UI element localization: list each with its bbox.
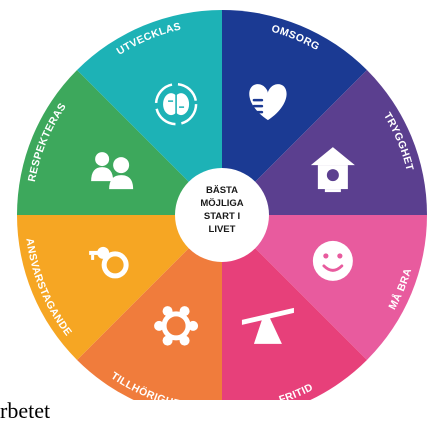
keys-icon [89,246,129,279]
birdhouse-icon [310,147,355,193]
center-line-3: START I [204,211,240,222]
cropped-page-text: rbetet [0,398,51,423]
heart-hand-icon [249,84,287,121]
brain-cycle-icon [154,82,198,126]
center-line-1: BÄSTA [206,185,238,196]
wheel-segment-omsorg [222,10,367,215]
seesaw-icon [241,307,294,344]
wheel-segment-respekteras [17,70,222,215]
center-hub [175,168,269,262]
center-line-4: LIVET [209,224,236,235]
wheel-segment-utvecklas [77,9,222,215]
wheel-segment-trygghet [222,70,427,215]
people-icon [91,152,134,190]
center-line-2: MÖJLIGA [200,198,243,209]
wheel-segment-tillhörighet [77,215,222,400]
wheel-segment-ansvarstagande [17,215,222,360]
wheel-segment-må-bra [222,215,427,360]
smiley-icon [312,240,353,281]
wheel-segment-fritid [222,215,367,400]
community-circle-icon [154,306,199,346]
